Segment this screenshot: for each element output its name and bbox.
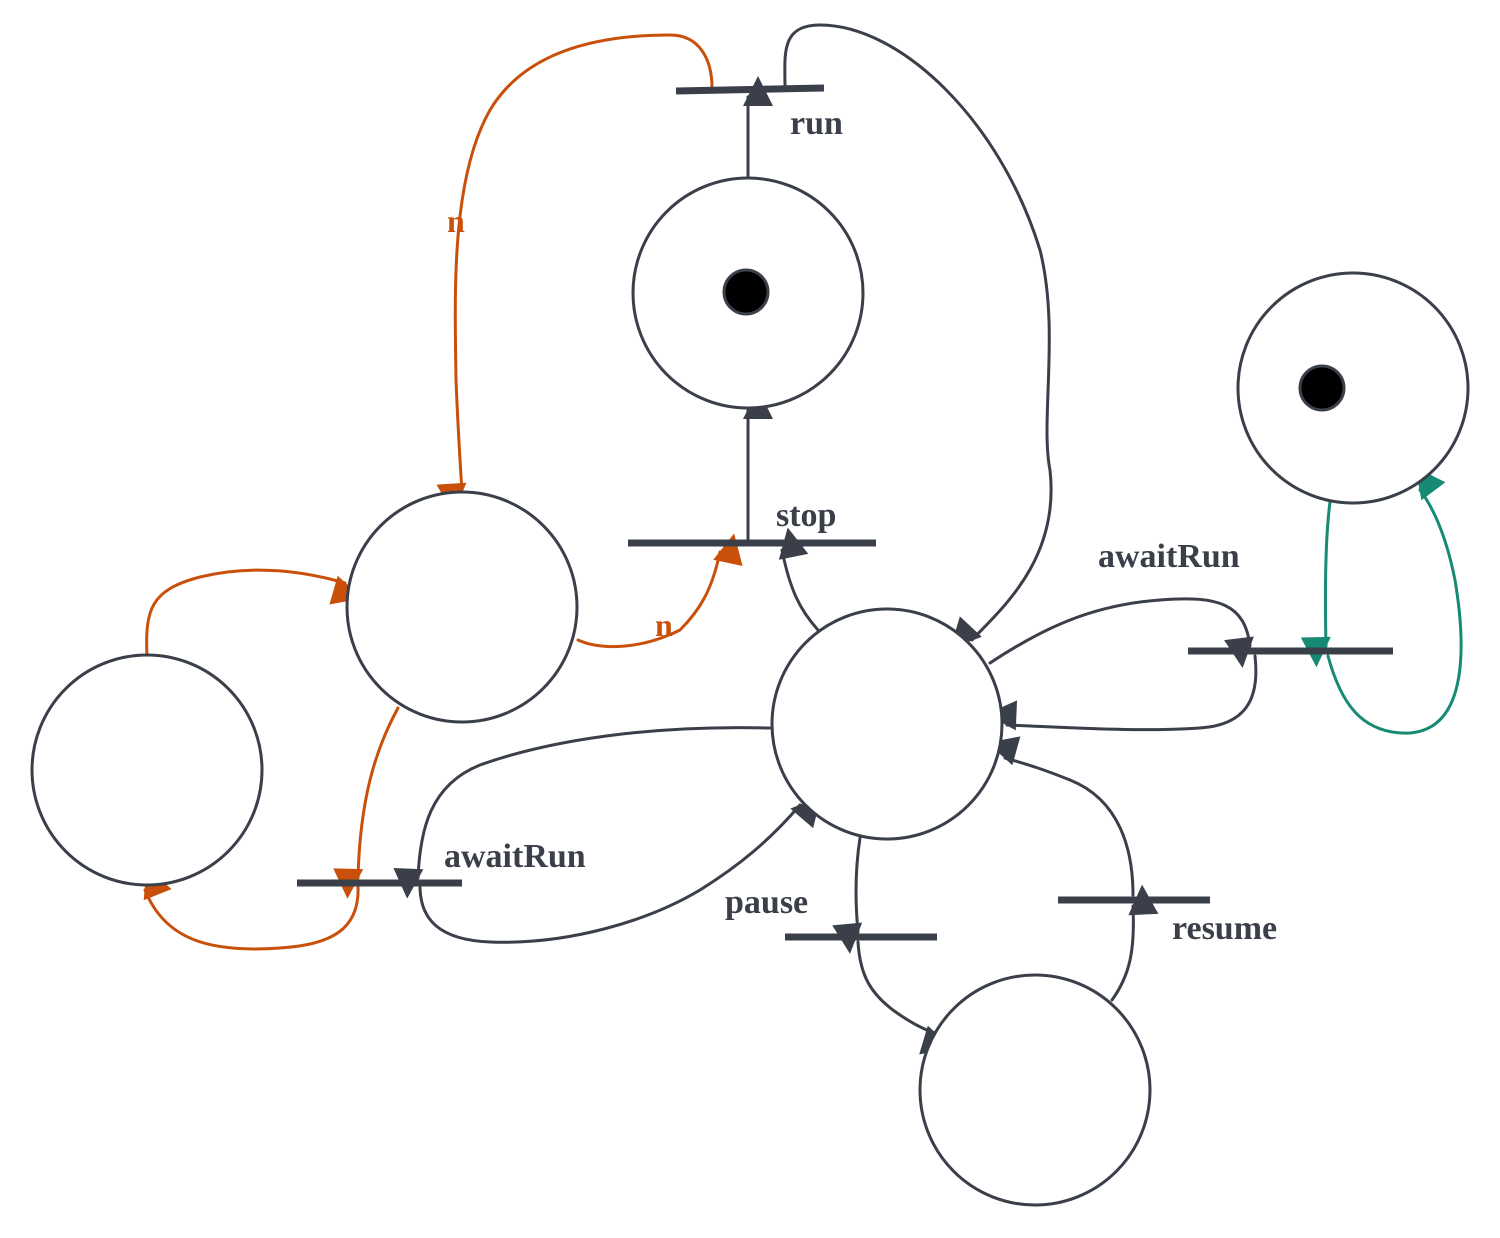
arc-resume-to-running (987, 736, 1135, 897)
arc-awaitrun-left-to-waiting (143, 866, 360, 951)
place-flag[interactable] (1236, 271, 1470, 505)
place-runnable[interactable] (631, 176, 865, 410)
arc-paused-to-resume (1110, 884, 1159, 1002)
arc-run-to-running (783, 23, 1053, 649)
transition-run[interactable] (675, 84, 825, 95)
place-waiting[interactable] (30, 653, 264, 887)
arc-counter-to-awaitrun-left (333, 706, 400, 899)
label-resume: resume (1172, 910, 1277, 947)
place-running[interactable] (770, 607, 1004, 841)
place-counter[interactable] (345, 490, 579, 724)
arc-awaitrun-left-to-running (418, 795, 822, 944)
arc-awaitrun-right-to-flag (1326, 467, 1463, 735)
arc-running-to-pause (832, 836, 863, 954)
place-paused[interactable] (918, 973, 1152, 1207)
arc-awaitrun-right-to-running (986, 654, 1258, 732)
arc-running-to-awaitrun-right (988, 597, 1254, 669)
token (722, 268, 770, 316)
token (1298, 364, 1346, 412)
arc-run-to-counter (436, 33, 714, 514)
label-pause: pause (725, 884, 808, 921)
label-stop: stop (776, 497, 836, 534)
arc-pause-to-paused (856, 940, 953, 1055)
arc-running-to-awaitrun-left (393, 726, 772, 899)
weight-counter-to-stop: n (655, 607, 673, 643)
label-awaitrun-left: awaitRun (444, 838, 586, 875)
arc-flag-to-awaitrun-right (1300, 500, 1332, 668)
arc-counter-to-stop (576, 533, 743, 648)
arc-waiting-to-counter (145, 568, 363, 659)
label-awaitrun-right: awaitRun (1098, 538, 1240, 575)
weight-run-to-counter: n (447, 203, 465, 239)
arc-running-to-stop (778, 527, 820, 632)
label-run: run (790, 105, 843, 142)
